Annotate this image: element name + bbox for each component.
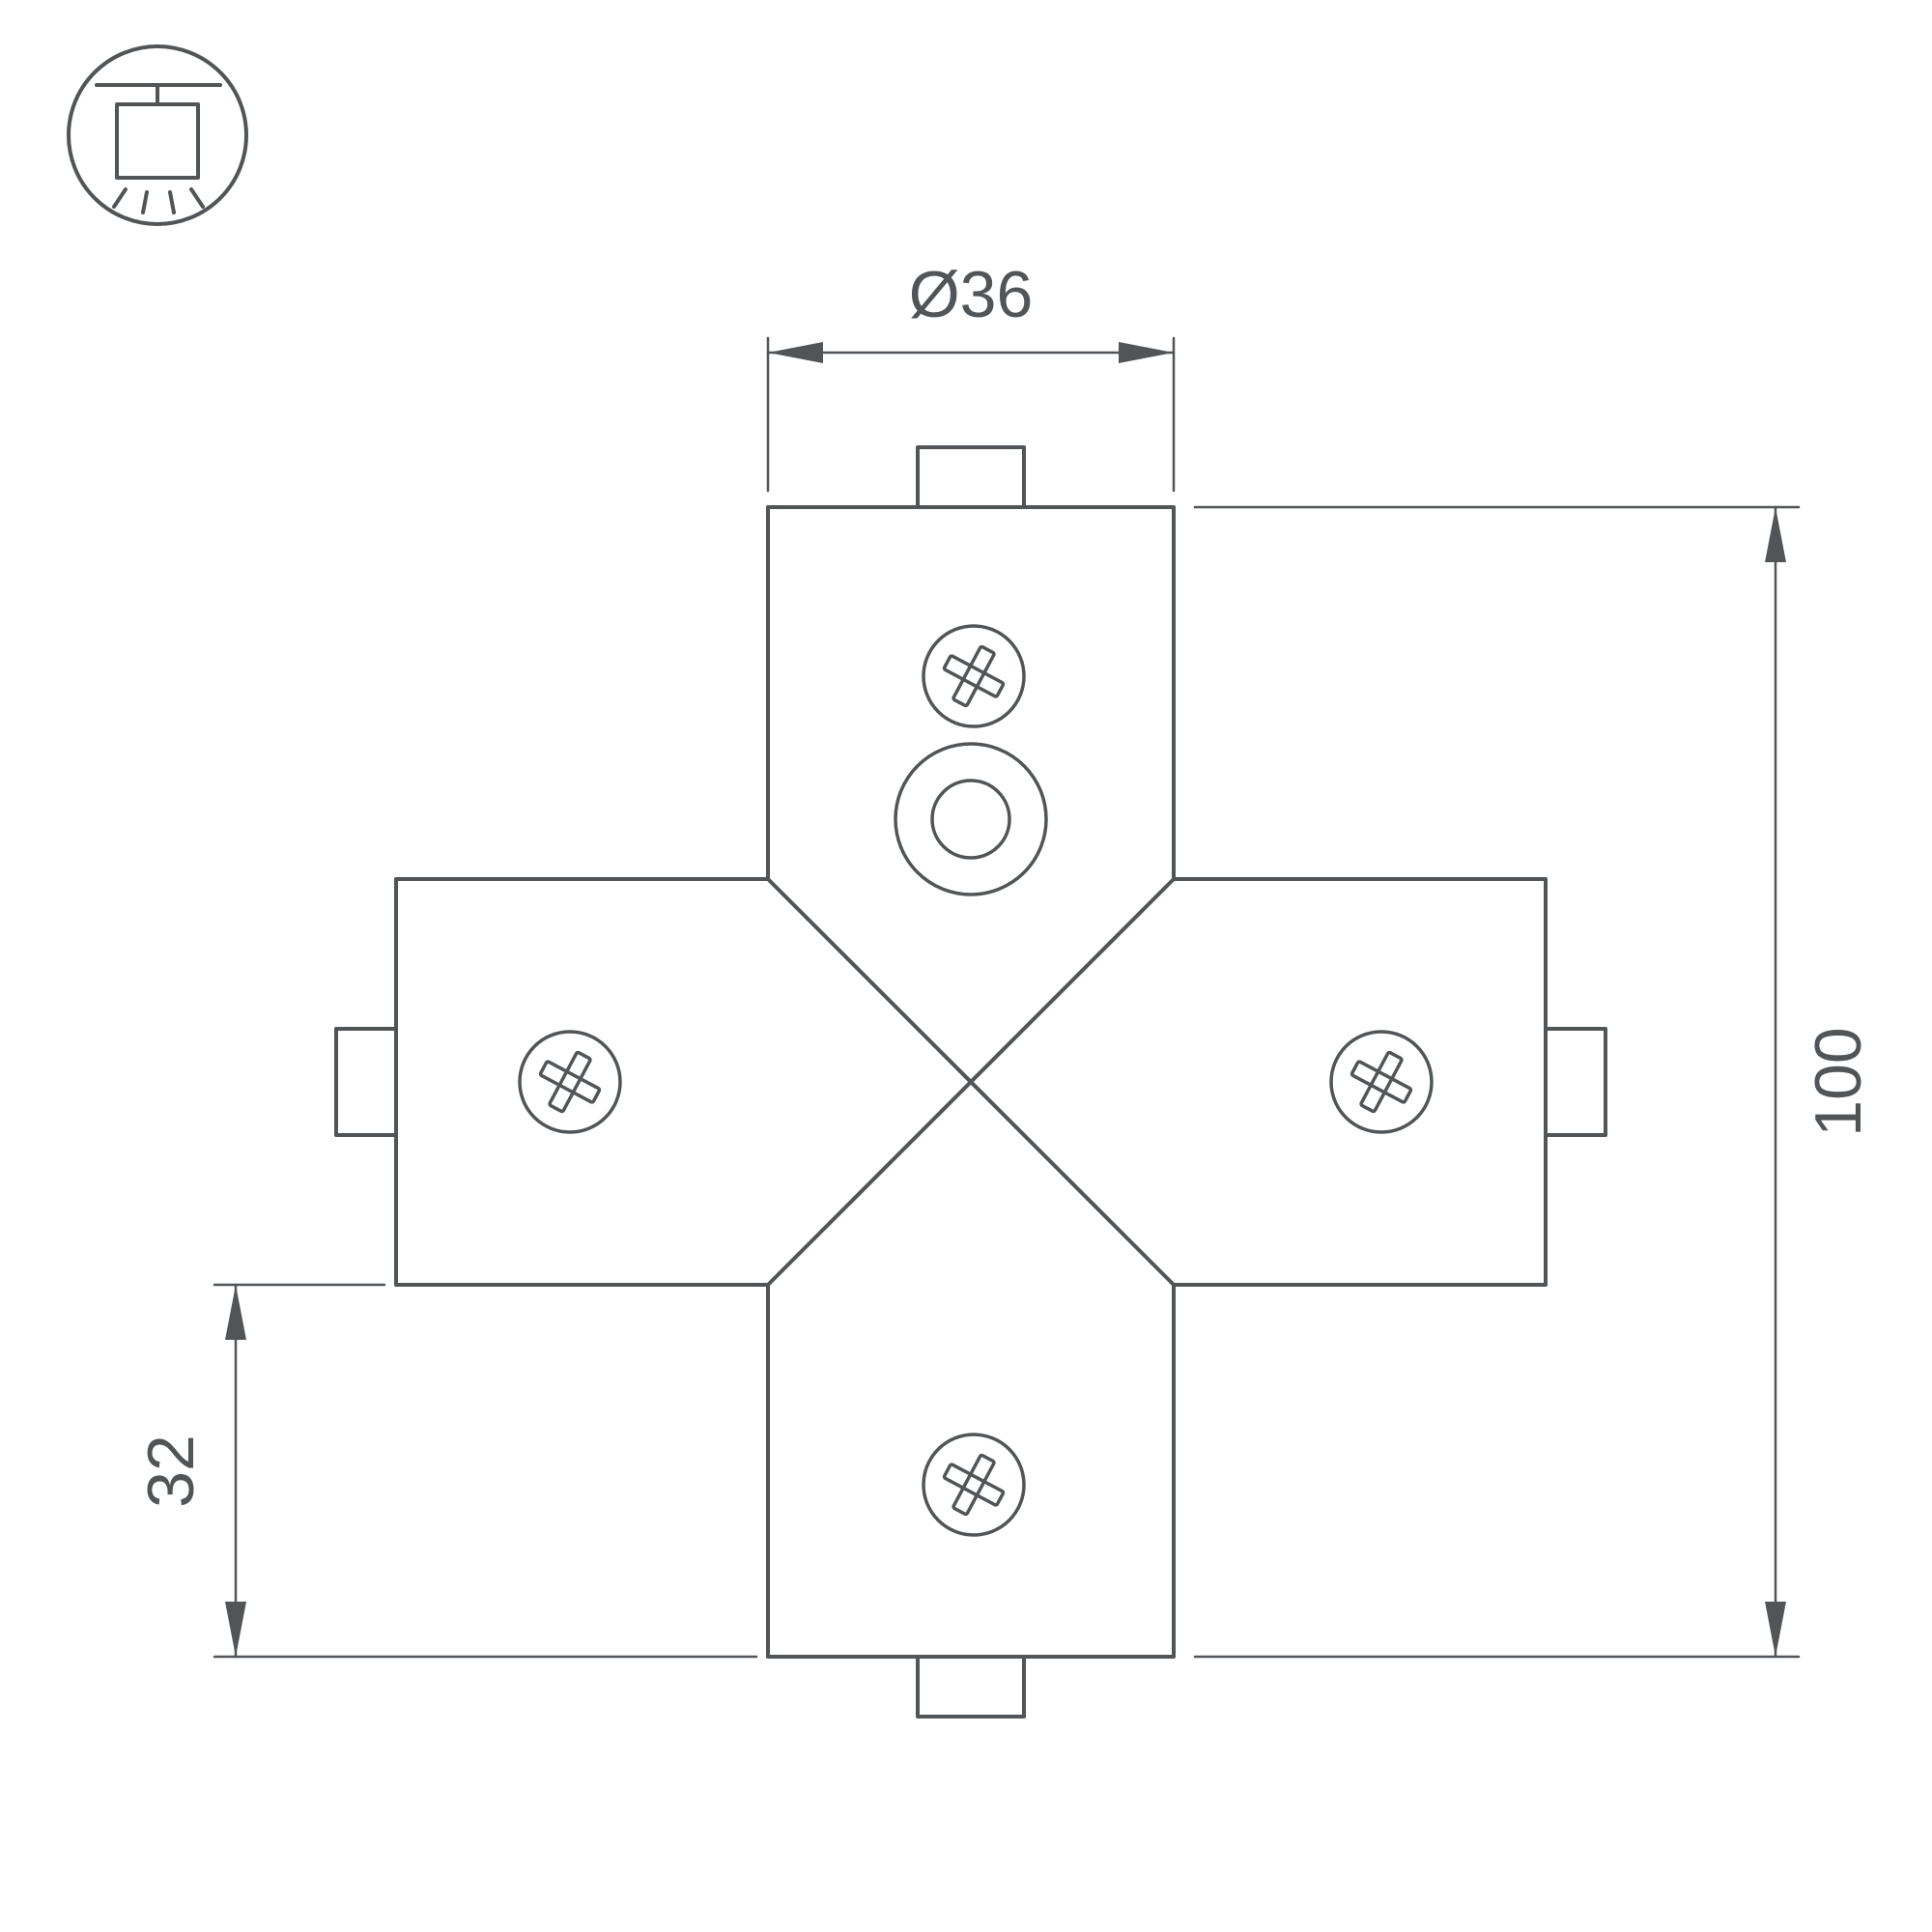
hole-inner [930, 779, 1011, 860]
phillips-screw-icon [922, 1433, 1026, 1537]
light-ray [112, 187, 128, 209]
lamp-body [115, 102, 200, 180]
phillips-screw-icon [922, 624, 1026, 728]
tab-bottom [916, 1655, 1026, 1719]
tab-right [1544, 1027, 1607, 1137]
dimension-diameter: Ø36 [766, 258, 1176, 493]
light-ray [189, 187, 205, 209]
dimension-label-height: 100 [1802, 1027, 1875, 1136]
tab-top [916, 445, 1026, 509]
part-outline [334, 445, 1607, 1719]
arrowhead-right [1119, 342, 1174, 363]
arrowhead-down [225, 1602, 246, 1657]
fasteners [518, 624, 1434, 1537]
tab-left [334, 1027, 398, 1137]
diagonal-line [766, 877, 1176, 1287]
hole-outer [894, 742, 1048, 896]
mounting-hole-icon [894, 742, 1048, 896]
dimension-label-diameter: Ø36 [909, 258, 1034, 331]
dimension-offset: 32 [134, 1283, 758, 1659]
phillips-screw-icon [518, 1030, 622, 1134]
arrowhead-left [768, 342, 823, 363]
phillips-screw-icon [1329, 1030, 1434, 1134]
arrowhead-up [1765, 507, 1786, 562]
arrowhead-up [225, 1285, 246, 1340]
logo-circle [67, 44, 248, 226]
light-ray [168, 190, 176, 214]
arrowhead-down [1765, 1602, 1786, 1657]
dimension-height: 100 [1193, 505, 1875, 1659]
ceiling-pendant-light-icon [95, 83, 222, 214]
light-ray [141, 190, 149, 214]
logo [67, 44, 248, 226]
dimension-label-offset: 32 [134, 1435, 208, 1508]
